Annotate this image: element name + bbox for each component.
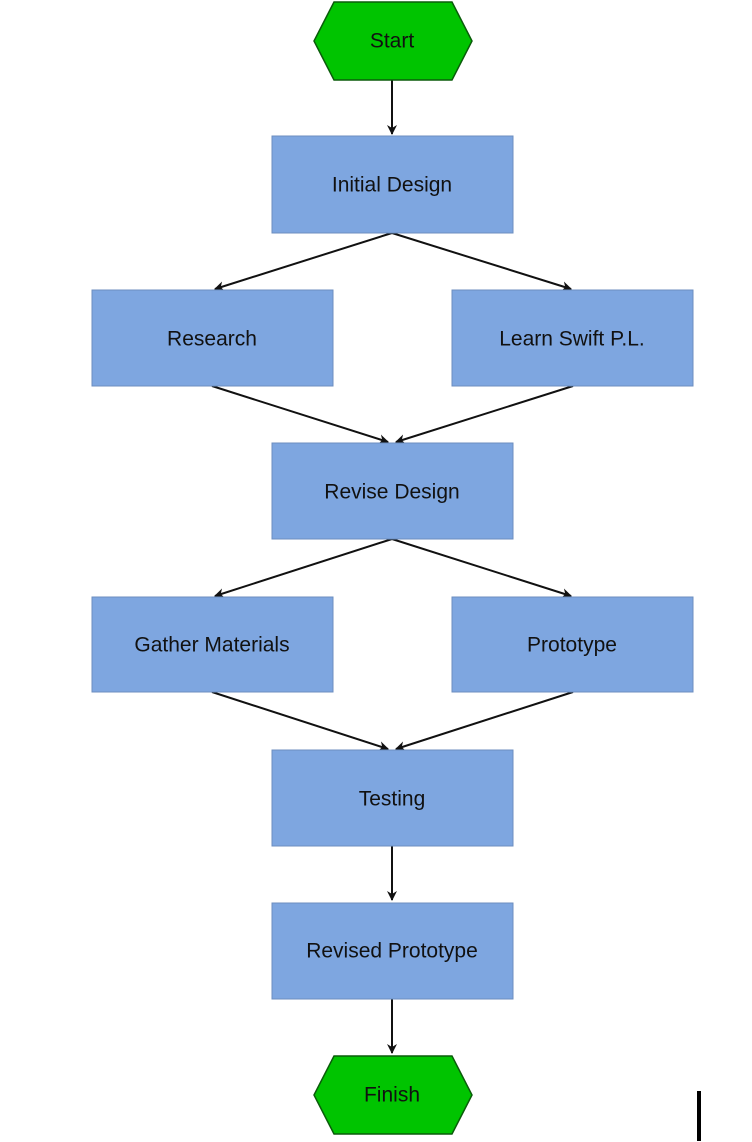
finish-label: Finish <box>364 1084 420 1107</box>
learn-swift-box <box>451 289 694 387</box>
revised-prototype-label: Revised Prototype <box>306 940 478 963</box>
revise-design-box <box>271 442 514 540</box>
gather-materials-label: Gather Materials <box>134 634 289 657</box>
revised-prototype-box <box>271 902 514 1000</box>
gather-materials-node[interactable]: Gather Materials <box>91 596 334 693</box>
learn-swift-node[interactable]: Learn Swift P.L. <box>451 289 694 387</box>
finish-hexagon <box>313 1055 473 1135</box>
start-label: Start <box>370 30 415 53</box>
gather-materials-box <box>91 596 334 693</box>
edge-initial-design-research <box>214 232 393 292</box>
edge-gather-materials-testing <box>211 691 389 751</box>
edge-learn-swift-revise-design <box>395 385 574 445</box>
testing-node[interactable]: Testing <box>271 749 514 847</box>
learn-swift-label: Learn Swift P.L. <box>499 328 645 351</box>
prototype-box <box>451 596 694 693</box>
start-node[interactable]: Start <box>313 1 473 81</box>
edge-revise-design-prototype <box>391 538 572 599</box>
prototype-label: Prototype <box>527 634 617 657</box>
edges <box>211 80 574 1054</box>
research-label: Research <box>167 328 257 351</box>
revise-design-label: Revise Design <box>324 481 459 504</box>
finish-node[interactable]: Finish <box>313 1055 473 1135</box>
text-cursor-bar <box>697 1091 701 1141</box>
research-node[interactable]: Research <box>91 289 334 387</box>
testing-label: Testing <box>359 788 426 811</box>
initial-design-box <box>271 135 514 234</box>
start-hexagon <box>313 1 473 81</box>
testing-box <box>271 749 514 847</box>
initial-design-label: Initial Design <box>332 174 452 197</box>
revised-prototype-node[interactable]: Revised Prototype <box>271 902 514 1000</box>
edge-initial-design-learn-swift <box>391 232 572 292</box>
prototype-node[interactable]: Prototype <box>451 596 694 693</box>
edge-prototype-testing <box>395 691 574 752</box>
research-box <box>91 289 334 387</box>
revise-design-node[interactable]: Revise Design <box>271 442 514 540</box>
edge-research-revise-design <box>211 385 389 445</box>
edge-revise-design-gather-materials <box>214 538 393 599</box>
initial-design-node[interactable]: Initial Design <box>271 135 514 234</box>
